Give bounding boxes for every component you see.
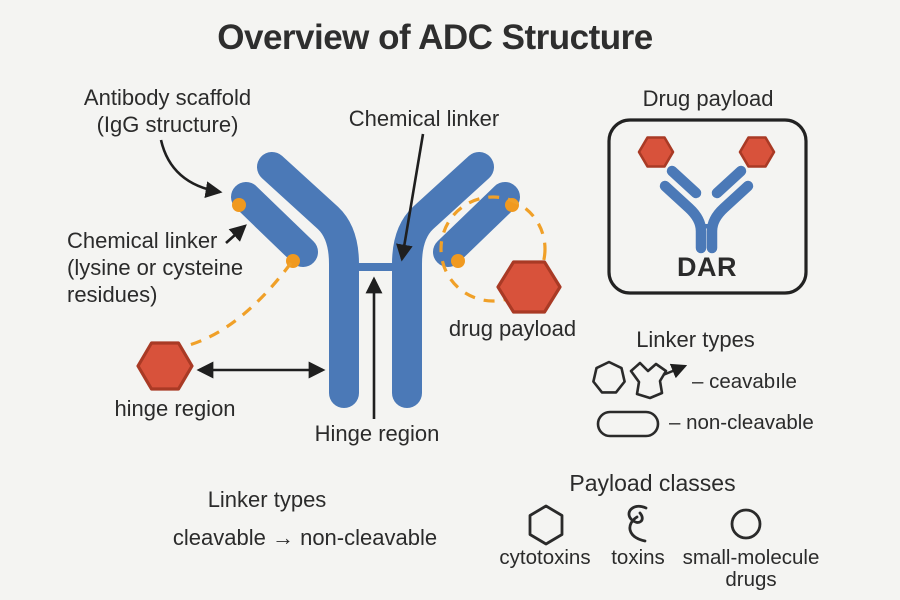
hinge-payload-hexagon-icon xyxy=(136,341,194,391)
hinge-region-lower-label: hinge region xyxy=(114,396,236,421)
dar-antibody-icon xyxy=(659,165,754,254)
antibody-hinge-bar xyxy=(356,263,395,271)
linker-types-legend-title: Linker types xyxy=(636,327,755,352)
linker-types-legend-shapes xyxy=(592,360,688,438)
chemical-linker-side-line1: Chemical linker xyxy=(67,228,218,253)
payload-class-small-molecule-label: small-molecule drugs xyxy=(682,546,820,591)
drug-payload-label: drug payload xyxy=(448,316,577,341)
dar-label: DAR xyxy=(677,252,737,282)
drug-payload-box xyxy=(607,118,808,295)
antibody-right-heavy-chain xyxy=(392,152,494,408)
chemical-linker-side-line2: (lysine or cysteine xyxy=(67,255,244,280)
drug-payload-hexagon-icon xyxy=(496,260,562,314)
linker-dot-icon xyxy=(451,254,465,268)
cleavable-heptagon-icon xyxy=(592,360,626,394)
dar-antibody-left-heavy xyxy=(659,180,707,254)
dar-payload-hexagons xyxy=(637,136,776,168)
antibody-left-heavy-chain xyxy=(257,152,359,408)
payload-classes-icons xyxy=(528,504,762,546)
antibody-igg-icon xyxy=(231,152,520,408)
dar-antibody-left-light xyxy=(666,165,702,199)
cleavable-spectrum-label: cleavable → non-cleavable xyxy=(172,525,438,550)
dar-antibody-right-heavy xyxy=(706,180,754,254)
dar-antibody-hinge-bar xyxy=(700,224,713,229)
cleaved-fragment-icon xyxy=(629,361,668,400)
chemical-linker-side-line3: residues) xyxy=(67,282,158,307)
payload-hexagons xyxy=(136,260,562,391)
chemical-linker-side-label: Chemical linker (lysine or cysteine resi… xyxy=(67,227,302,308)
chemical-linker-top-label: Chemical linker xyxy=(348,106,500,131)
cytotoxins-hexagon-icon xyxy=(528,504,564,546)
antibody-scaffold-label: Antibody scaffold (IgG structure) xyxy=(45,84,290,138)
dar-antibody-right-light xyxy=(711,165,747,199)
payload-class-cytotoxins-label: cytotoxins xyxy=(499,546,591,569)
non-cleavable-legend-label: – non-cleavable xyxy=(669,411,814,434)
antibody-scaffold-label-line1: Antibody scaffold xyxy=(83,85,252,110)
antibody-right-light-chain xyxy=(433,182,520,267)
linker-types-bottom-title: Linker types xyxy=(207,487,327,512)
dar-hexagon-icon xyxy=(637,136,675,168)
hinge-region-center-label: Hinge region xyxy=(314,421,440,446)
non-cleavable-pill-icon xyxy=(596,410,660,438)
antibody-scaffold-arrow xyxy=(159,139,223,199)
chemical-linker-top-arrow xyxy=(396,133,425,262)
right-linker-dashed-circle xyxy=(439,195,547,303)
cleavable-legend-label: – ceavabıle xyxy=(692,370,797,393)
cleave-arrow xyxy=(662,363,688,379)
linker-dashed-paths xyxy=(185,195,547,348)
chemical-linker-side-arrow xyxy=(225,224,247,244)
payload-class-toxins-label: toxins xyxy=(611,546,665,569)
small-molecule-circle-icon xyxy=(730,508,762,540)
toxins-squiggle-icon xyxy=(627,504,648,543)
antibody-left-light-chain xyxy=(231,182,318,267)
antibody-scaffold-label-line2: (IgG structure) xyxy=(96,112,239,137)
drug-payload-box-title: Drug payload xyxy=(642,86,774,111)
left-linker-dashed-curve xyxy=(185,262,293,348)
dar-hexagon-icon xyxy=(738,136,776,168)
page-title: Overview of ADC Structure xyxy=(217,18,653,57)
annotation-arrows xyxy=(159,133,425,419)
payload-classes-title: Payload classes xyxy=(569,470,736,496)
linker-dot-icon xyxy=(232,198,246,212)
